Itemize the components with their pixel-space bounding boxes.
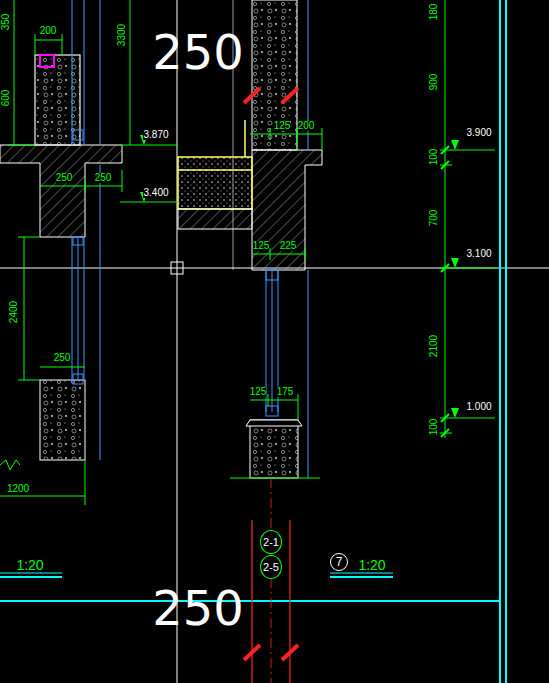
dimension-text: 200: [40, 26, 57, 36]
dimension-text: 250: [54, 353, 71, 363]
dimension-text: 1:20: [358, 558, 385, 572]
dimension-text: 100: [429, 419, 439, 436]
dimension-text: 100: [429, 149, 439, 166]
dimension-text: 1200: [7, 484, 29, 494]
callout-number: 2-5: [263, 562, 279, 573]
dimension-text: 125: [250, 387, 267, 397]
dimension-text: 1.000: [466, 402, 491, 412]
scale-watermark: 250: [152, 584, 244, 632]
dimension-text: 175: [277, 387, 294, 397]
dimension-text: 125: [253, 241, 270, 251]
dimension-text: 250: [95, 173, 112, 183]
dimension-text: 2100: [429, 335, 439, 357]
dimension-text: 2400: [9, 301, 19, 323]
dimension-text: 3.400: [143, 188, 168, 198]
dimension-text: 700: [429, 210, 439, 227]
dimension-text: 3.100: [466, 249, 491, 259]
dimension-text: 1:20: [16, 558, 43, 572]
dimension-text: 250: [56, 173, 73, 183]
callout-number: 7: [336, 556, 343, 568]
scale-watermark: 250: [152, 28, 244, 76]
dimension-text: 3300: [117, 24, 127, 46]
dimension-text: 200: [298, 121, 315, 131]
dimension-text: 900: [429, 74, 439, 91]
dimension-text: 125: [274, 121, 291, 131]
dimension-text: 3.870: [143, 130, 168, 140]
callout-circle: 7: [330, 553, 348, 571]
dimension-text: 3.900: [466, 128, 491, 138]
callout-circle: 2-1: [260, 530, 282, 554]
callout-circle: 2-5: [260, 555, 282, 579]
dimension-text: 350: [1, 14, 11, 31]
dimension-text: 600: [1, 90, 11, 107]
dimension-text: 180: [429, 4, 439, 21]
dimension-text: 225: [280, 241, 297, 251]
callout-number: 2-1: [263, 537, 279, 548]
